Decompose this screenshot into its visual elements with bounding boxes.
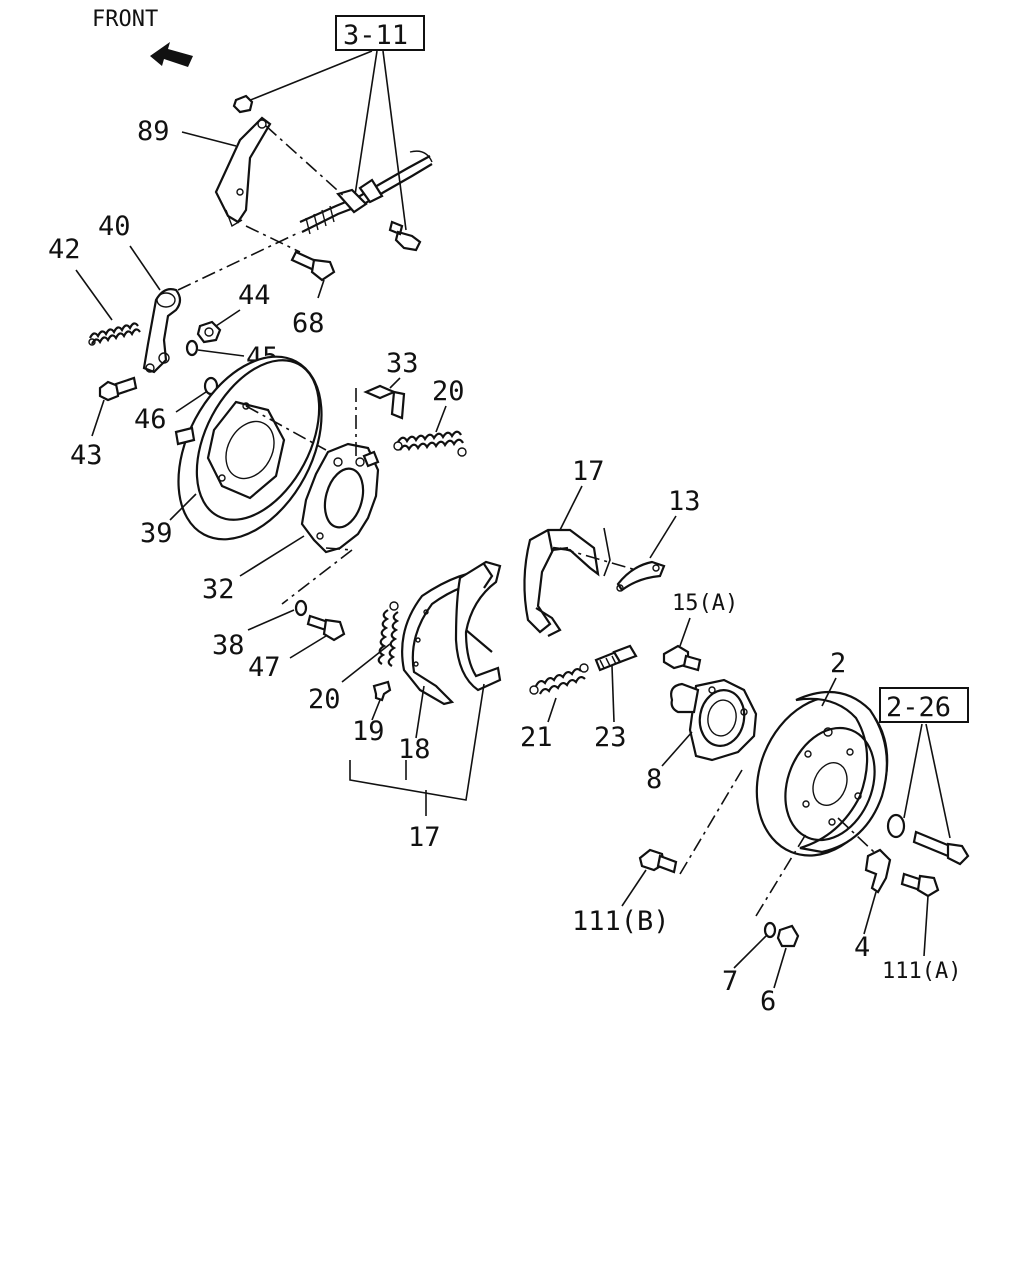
ref-box-3-11: 3-11 <box>335 15 425 51</box>
callout-6: 6 <box>760 986 776 1017</box>
callout-111b: 111(B) <box>572 906 670 937</box>
callout-68: 68 <box>292 308 325 339</box>
part-43-bolt <box>98 376 138 402</box>
part-44-nut <box>196 320 222 344</box>
part-parking-cable <box>299 150 433 235</box>
part-nut-top <box>232 94 254 114</box>
callout-13: 13 <box>668 486 701 517</box>
callout-46: 46 <box>134 404 167 435</box>
callout-32: 32 <box>202 574 235 605</box>
part-4-clip <box>864 848 892 894</box>
part-38-washer <box>294 599 308 617</box>
part-111b-bolt <box>638 848 678 874</box>
callout-23: 23 <box>594 722 627 753</box>
callout-20-upper: 20 <box>432 376 465 407</box>
callout-8: 8 <box>646 764 662 795</box>
callout-20-lower: 20 <box>308 684 341 715</box>
callout-17-lower: 17 <box>408 822 441 853</box>
callout-2: 2 <box>830 648 846 679</box>
part-32-plate <box>300 442 380 554</box>
callout-7: 7 <box>722 966 738 997</box>
part-68-bolt <box>290 250 336 282</box>
ref-box-2-26: 2-26 <box>879 687 969 723</box>
callout-47: 47 <box>248 652 281 683</box>
part-23-adjuster <box>594 644 638 672</box>
part-20-spring-lower <box>377 601 400 667</box>
callout-44: 44 <box>238 280 271 311</box>
part-42-spring <box>88 322 141 346</box>
part-17-shoe-right <box>523 528 600 637</box>
callout-21: 21 <box>520 722 553 753</box>
callout-111a: 111(A) <box>882 959 961 984</box>
part-19-pin <box>372 680 392 702</box>
callout-43: 43 <box>70 440 103 471</box>
part-15a-bolt <box>662 644 702 672</box>
callout-17-upper: 17 <box>572 456 605 487</box>
part-111a-bolt <box>900 872 940 898</box>
part-47-bolt <box>306 614 346 642</box>
part-40-lever <box>142 288 182 374</box>
callout-15a: 15(A) <box>672 591 738 616</box>
callout-40: 40 <box>98 211 131 242</box>
front-label: FRONT <box>92 7 158 32</box>
part-8-hub <box>670 678 758 762</box>
callout-33: 33 <box>386 348 419 379</box>
part-13-lever <box>616 560 666 592</box>
part-21-spring <box>529 663 589 695</box>
part-89-bracket <box>214 116 272 228</box>
part-2-drum <box>755 690 889 857</box>
callout-19: 19 <box>352 716 385 747</box>
part-20-spring-upper <box>393 430 467 457</box>
part-7-washer <box>763 921 777 939</box>
callout-18: 18 <box>398 734 431 765</box>
part-bolt-3-11 <box>388 220 422 252</box>
part-39-backing-plate <box>174 355 323 541</box>
callout-42: 42 <box>48 234 81 265</box>
svg-text:3-11: 3-11 <box>343 20 408 51</box>
callout-39: 39 <box>140 518 173 549</box>
callout-38: 38 <box>212 630 245 661</box>
part-6-nut <box>776 924 800 948</box>
front-arrow-icon <box>150 42 193 67</box>
part-45-washer <box>185 339 199 357</box>
part-bolt-2-26 <box>912 830 970 866</box>
callout-4: 4 <box>854 932 870 963</box>
part-cover-2-26 <box>886 813 906 839</box>
callout-89: 89 <box>137 116 170 147</box>
part-17-shoe-left <box>454 560 502 692</box>
part-33-pin <box>363 384 406 420</box>
svg-text:2-26: 2-26 <box>886 692 951 723</box>
